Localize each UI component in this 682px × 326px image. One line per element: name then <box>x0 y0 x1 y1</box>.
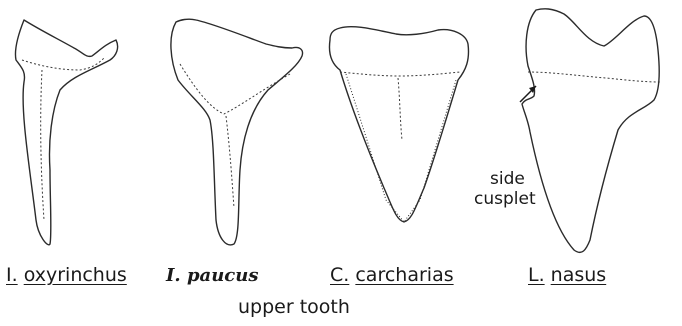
annotation-line-2: cusplet <box>474 190 536 210</box>
tooth-nasus <box>520 9 660 253</box>
genus-abbr: I. <box>166 265 181 286</box>
label-carcharias: C. carcharias <box>330 266 454 285</box>
label-nasus: L. nasus <box>528 266 606 285</box>
species-name: oxyrinchus <box>24 264 127 286</box>
label-paucus: I. paucus <box>166 267 259 285</box>
genus-abbr: C. <box>330 264 349 286</box>
tooth-oxyrinchus <box>15 20 117 245</box>
tooth-carcharias <box>329 27 468 222</box>
species-name: nasus <box>551 264 607 286</box>
genus-abbr: I. <box>6 264 18 286</box>
genus-abbr: L. <box>528 264 545 286</box>
caption: upper tooth <box>238 296 350 318</box>
side-cusplet-annotation: side cusplet <box>474 170 536 209</box>
annotation-line-1: side <box>474 170 536 190</box>
species-name: carcharias <box>355 264 453 286</box>
tooth-paucus <box>171 19 303 245</box>
label-oxyrinchus: I. oxyrinchus <box>6 266 127 285</box>
species-name: paucus <box>187 265 259 286</box>
